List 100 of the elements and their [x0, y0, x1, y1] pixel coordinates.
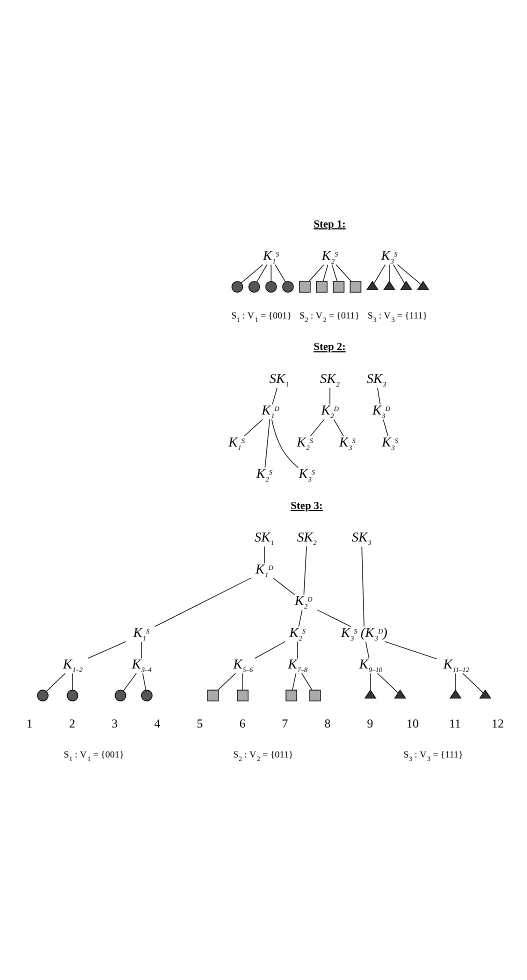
- node-text: K$_{3–4}$: [131, 656, 152, 674]
- node-circle: [66, 689, 78, 701]
- label: S$_{1}$ : V$_{1}$ = {001}: [63, 750, 124, 762]
- label: Step 1:: [313, 218, 346, 230]
- connector: [270, 418, 298, 468]
- connector: [140, 640, 142, 658]
- node-triangle: [416, 280, 429, 290]
- connector: [333, 418, 344, 436]
- node-box: [349, 280, 361, 292]
- node-label: 3: [111, 716, 118, 730]
- node-circle: [114, 689, 126, 701]
- connector: [308, 264, 324, 282]
- label: S$_{2}$ : V$_{2}$ = {011}: [298, 310, 359, 324]
- node-label: 2: [68, 716, 75, 730]
- connector: [292, 672, 296, 690]
- connector: [388, 264, 390, 282]
- node-text: K$_{7–8}$: [287, 656, 308, 674]
- node-box: [316, 280, 327, 292]
- node-label: 7: [281, 716, 288, 730]
- connector: [154, 577, 251, 626]
- connector: [243, 418, 262, 436]
- connector: [254, 640, 285, 658]
- node-box: [236, 689, 248, 701]
- label: S$_{3}$ : V$_{3}$ = {111}: [402, 750, 463, 762]
- node-box: [285, 689, 297, 701]
- node-triangle: [382, 280, 395, 290]
- node-label: 9: [366, 716, 373, 730]
- connector: [331, 264, 337, 282]
- node-box: [332, 280, 344, 292]
- node-text: SK$_{2}$: [320, 370, 340, 388]
- node-label: 11: [448, 716, 460, 730]
- connector: [335, 264, 352, 282]
- connector: [462, 672, 484, 693]
- node-triangle: [478, 689, 491, 698]
- node-box: [308, 689, 320, 701]
- connector: [392, 264, 404, 284]
- connector: [300, 672, 312, 690]
- connector: [122, 672, 136, 691]
- node-label: 1: [26, 716, 32, 730]
- node-label: 6: [238, 716, 245, 730]
- label: S$_{3}$ : V$_{3}$ = {111}: [367, 310, 427, 324]
- connector: [373, 264, 386, 284]
- connector: [274, 264, 286, 282]
- node-text: K$_{5–6}$: [232, 656, 252, 674]
- node-text: SK$_{3}$: [351, 529, 371, 546]
- label: S$_{1}$ : V$_{1}$ = {001}: [230, 310, 292, 324]
- node-label: 5: [196, 716, 202, 730]
- node-label: 4: [154, 716, 160, 730]
- connector: [396, 264, 421, 284]
- node-text: K$_{1–2}$: [62, 656, 82, 674]
- connector: [360, 546, 364, 626]
- node-text: SK$_{2}$: [296, 529, 316, 546]
- connector: [272, 577, 294, 595]
- connector: [87, 640, 126, 658]
- node-text: SK$_{3}$: [366, 370, 386, 388]
- label: Step 2:: [313, 340, 346, 353]
- node-text: K$_{9–10}$: [358, 656, 382, 674]
- connector: [217, 672, 236, 690]
- connector: [296, 640, 298, 658]
- connector: [376, 386, 380, 404]
- connector: [242, 672, 243, 690]
- node-circle: [36, 689, 48, 701]
- node-triangle: [400, 280, 412, 290]
- connector: [329, 386, 330, 404]
- node-circle: [231, 280, 243, 292]
- node-label: 10: [406, 716, 418, 730]
- connector: [270, 264, 271, 282]
- connector: [454, 672, 456, 690]
- node-circle: [282, 280, 294, 292]
- node-text: K$_{11–12}$: [442, 656, 469, 674]
- connector: [384, 640, 437, 659]
- node-text: K$_{3}$$^{S}$ (K$_{3}$$^{D}$): [340, 624, 387, 642]
- connector: [256, 264, 267, 282]
- node-box: [206, 689, 218, 701]
- connector: [46, 672, 66, 692]
- connector: [316, 609, 351, 626]
- node-label: 12: [491, 716, 504, 730]
- connector: [364, 640, 369, 658]
- label: Step 3:: [290, 499, 322, 512]
- connector: [382, 418, 388, 436]
- connector: [376, 672, 398, 693]
- connector: [310, 418, 324, 436]
- node-text: SK$_{1}$: [268, 370, 288, 388]
- connector: [272, 386, 277, 404]
- connector: [303, 546, 306, 595]
- node-triangle: [448, 689, 462, 698]
- connector: [240, 264, 263, 283]
- node-circle: [264, 280, 276, 292]
- node-triangle: [364, 689, 376, 698]
- node-text: SK$_{1}$: [254, 529, 274, 546]
- connector: [142, 672, 146, 690]
- node-triangle: [394, 689, 406, 698]
- node-circle: [248, 280, 260, 292]
- node-circle: [140, 689, 152, 701]
- connector: [298, 609, 302, 626]
- connector: [322, 264, 328, 282]
- label: S$_{2}$ : V$_{2}$ = {011}: [232, 750, 293, 762]
- node-triangle: [366, 280, 378, 290]
- connector: [264, 418, 270, 468]
- node-label: 8: [324, 716, 330, 730]
